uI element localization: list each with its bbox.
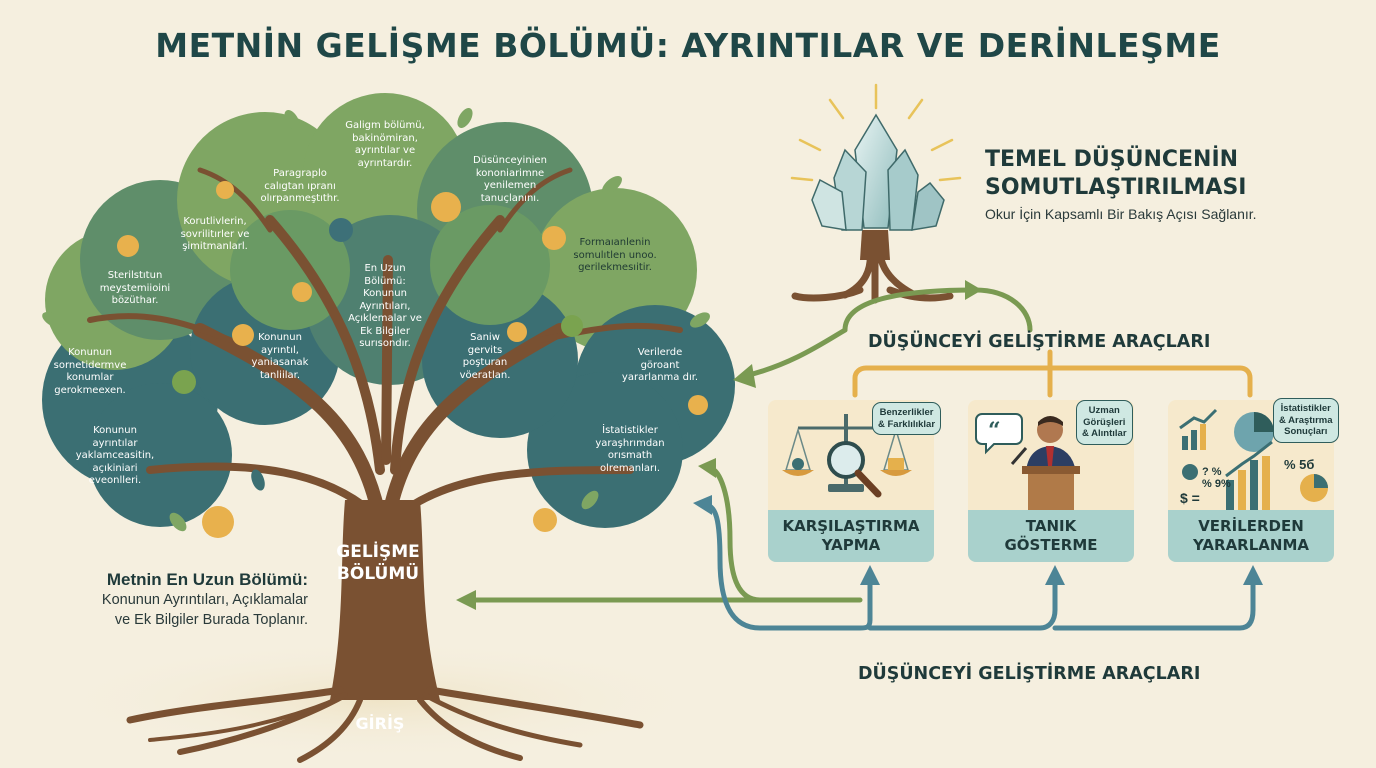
stat-text: % 9% bbox=[1202, 478, 1231, 490]
tool-label: KARŞILAŞTIRMA YAPMA bbox=[768, 510, 934, 562]
canopy-text: İstatistikler yaraşhrımdan orısmath olre… bbox=[595, 425, 665, 474]
canopy-text: Galigm bölümü, bakinömiran, ayrıntılar v… bbox=[345, 120, 425, 169]
stat-text: ? % bbox=[1202, 466, 1222, 478]
tree-branches bbox=[87, 167, 683, 527]
side-note-body: Konunun Ayrıntıları, Açıklamalar ve Ek B… bbox=[101, 592, 308, 628]
canopy-text: Konunun ayrıntılar yaklamceasitin, açıki… bbox=[75, 425, 155, 486]
canopy-text: Sterilstıtun meystemiioini bözüthar. bbox=[99, 270, 171, 306]
canopy-text: Konunun sornetidermve konumlar gerokmeex… bbox=[53, 347, 127, 396]
charts-statistics-icon bbox=[1179, 408, 1328, 510]
canopy-text: Düsünceyinien kononiarimne yenilemen tan… bbox=[473, 155, 547, 204]
crystal-tree bbox=[790, 83, 962, 304]
tools-heading-top: DÜŞÜNCEYİ GELİŞTİRME ARAÇLARI bbox=[868, 332, 1211, 352]
page-title: METNİN GELİŞME BÖLÜMÜ: AYRINTILAR VE DER… bbox=[155, 26, 1221, 65]
tool-label: TANIK GÖSTERME bbox=[968, 510, 1134, 562]
canopy-text-main: En Uzun Bölümü: Konunun Ayrıntıları, Açı… bbox=[348, 263, 422, 349]
tree-trunk bbox=[330, 500, 440, 700]
tree-roots bbox=[126, 686, 644, 763]
svg-text:“: “ bbox=[988, 418, 1001, 444]
tools-heading-bottom: DÜŞÜNCEYİ GELİŞTİRME ARAÇLARI bbox=[858, 664, 1201, 684]
speaker-podium-icon: “ bbox=[975, 413, 1080, 510]
tool-card-data: % 5б ? % % 9% $ = VERİLERDEN YARARLANMA bbox=[1168, 400, 1334, 562]
apples bbox=[117, 181, 708, 538]
canopy-text: Konunun ayrıntıl, yaniasanak tanliilar. bbox=[251, 332, 309, 381]
canopy-text: Formaıanlenin somulıtlen unoo. gerilekme… bbox=[573, 237, 657, 273]
tool-label: VERİLERDEN YARARLANMA bbox=[1168, 510, 1334, 562]
canopy-text: Verilerde göroant yararlanma dır. bbox=[621, 347, 699, 383]
tool-bubble: Uzman Görüşleri & Alıntılar bbox=[1076, 400, 1133, 445]
tool-bubble: Benzerlikler & Farklılıklar bbox=[872, 402, 942, 435]
side-note-heading: Metnin En Uzun Bölümü: bbox=[106, 570, 308, 589]
balance-scale-magnifier-icon bbox=[782, 414, 912, 498]
tool-card-comparison: KARŞILAŞTIRMA YAPMA bbox=[768, 400, 934, 562]
stat-text: $ = bbox=[1180, 490, 1200, 506]
crystal-title: TEMEL DÜŞÜNCENİN SOMUTLAŞTIRILMASI bbox=[985, 147, 1247, 200]
canopy-text: Korutlivlerin, sovrilitırler ve şimitman… bbox=[180, 216, 250, 252]
leaves bbox=[42, 108, 710, 532]
stat-text: % 5б bbox=[1284, 457, 1315, 472]
flow-arrows bbox=[456, 280, 1263, 631]
canopy-text: Paragraplo calıgtan ıpranı olırpanmeştıt… bbox=[260, 168, 340, 204]
tool-bubble: İstatistikler & Araştırma Sonuçları bbox=[1273, 398, 1339, 443]
crystal-subtitle: Okur İçin Kapsamlı Bir Bakış Açısı Sağla… bbox=[985, 206, 1257, 222]
trunk-label: GELİŞME BÖLÜMÜ bbox=[336, 542, 420, 584]
canopy-text: Saniw gervits poşturan vöeratlan. bbox=[459, 332, 511, 381]
root-label: GİRİŞ bbox=[355, 714, 405, 733]
